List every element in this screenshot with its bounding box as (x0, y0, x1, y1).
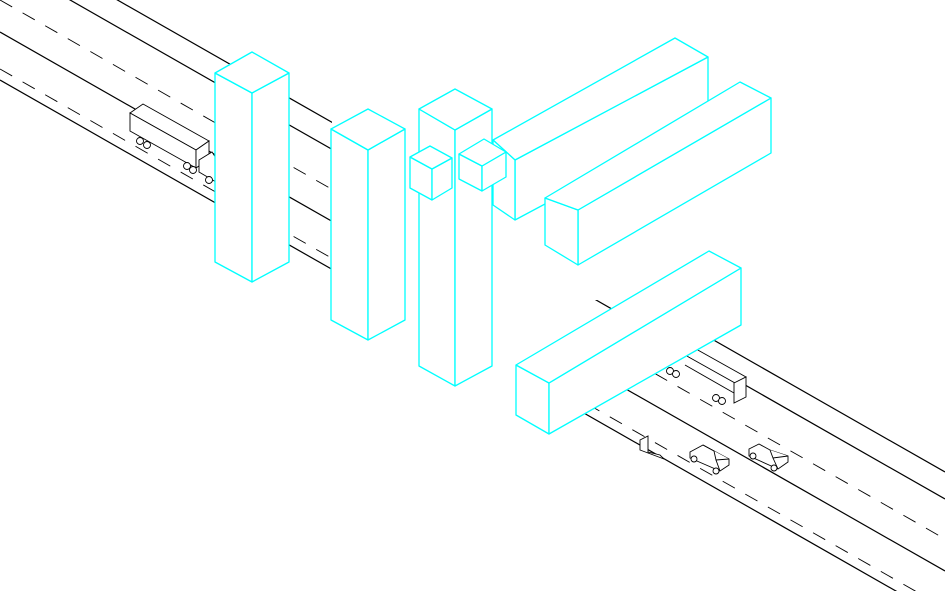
pillar-center (330, 108, 406, 341)
beam-lower (515, 250, 742, 435)
pillar-tall (418, 88, 493, 387)
car-vehicle (639, 435, 665, 460)
cube-left (409, 145, 453, 201)
beam-middle (544, 81, 772, 266)
truck-vehicle (129, 103, 217, 184)
car-vehicle (689, 444, 730, 475)
cube-right (458, 138, 507, 192)
car-vehicle (748, 443, 789, 472)
pillar-left (214, 51, 290, 283)
